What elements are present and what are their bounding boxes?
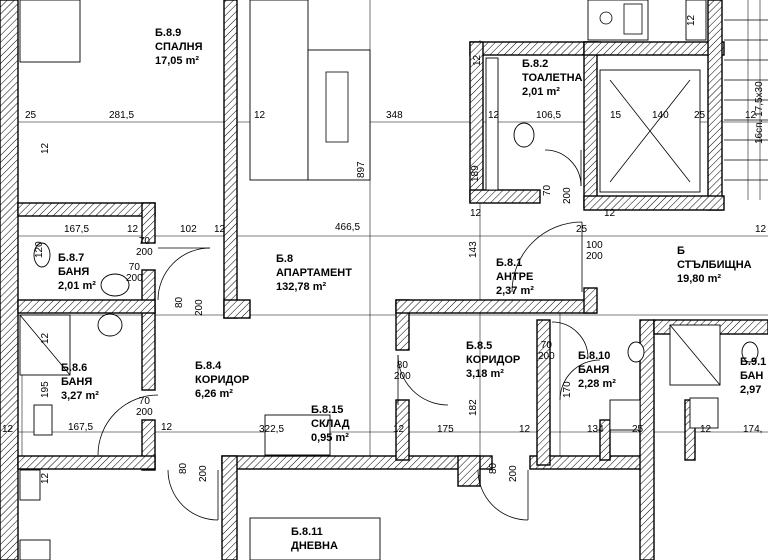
dim-label: 175	[437, 424, 454, 435]
vdim-label: 189	[470, 165, 481, 182]
dim-label: 12	[214, 224, 226, 235]
dim-label: 25	[694, 110, 706, 121]
doors	[97, 149, 601, 521]
dim-label: 12	[254, 110, 266, 121]
dim-label: 12	[519, 424, 531, 435]
dim-label: 25	[576, 224, 588, 235]
fixtures	[19, 0, 768, 560]
dim-label: 106,5	[536, 110, 562, 121]
vdim-label: 182	[468, 399, 479, 416]
vdim-label: 170	[562, 381, 573, 398]
dim-label: 12	[604, 208, 616, 219]
dim-label: 25	[25, 110, 37, 121]
dim-label: 167,5	[68, 422, 94, 433]
dim-label: 348	[386, 110, 403, 121]
dim-label: 12	[700, 424, 712, 435]
dim-label: 140	[652, 110, 669, 121]
dim-label: 12	[2, 424, 14, 435]
vdim-label: 16сп. 17,5x30	[754, 81, 765, 144]
vdim-label: 12	[472, 54, 483, 66]
vdim-label: 12	[686, 14, 697, 26]
dim-label: 25	[632, 424, 644, 435]
vdim-label: 143	[468, 241, 479, 258]
dim-label: 174,	[743, 424, 763, 435]
dim-label: 12	[393, 424, 405, 435]
dim-label: 15	[610, 110, 622, 121]
dim-label: 466,5	[335, 222, 361, 233]
dim-label: 322,5	[259, 424, 285, 435]
dim-label: 102	[180, 224, 197, 235]
dim-label: 134	[587, 424, 604, 435]
dim-label: 167,5	[64, 224, 90, 235]
stair-treads	[724, 19, 768, 181]
dim-label: 12	[470, 208, 482, 219]
vdim-label: 897	[356, 161, 367, 178]
dim-label: 12	[161, 422, 173, 433]
dim-label: 281,5	[109, 110, 135, 121]
dim-label: 12	[488, 110, 500, 121]
vdim-label: 12	[40, 332, 51, 344]
dim-label: 12	[755, 224, 767, 235]
dim-label: 12	[745, 110, 757, 121]
vdim-label: 12	[40, 472, 51, 484]
vdim-label: 195	[40, 381, 51, 398]
vdim-label: 12	[40, 142, 51, 154]
dim-label: 12	[127, 224, 139, 235]
